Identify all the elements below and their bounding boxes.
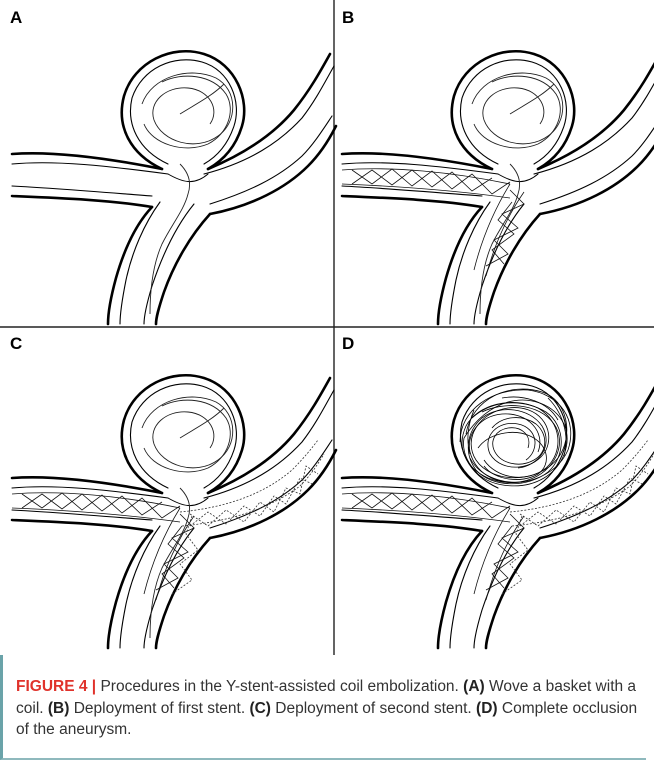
caption-tag-a: (A) xyxy=(463,678,485,695)
caption-text-b: Deployment of first stent. xyxy=(69,700,249,717)
panel-label-a: A xyxy=(10,8,22,28)
panel-c-drawing xyxy=(12,375,336,648)
caption-intro: Procedures in the Y-stent-assisted coil … xyxy=(96,678,463,695)
caption-figure-number: FIGURE 4 | xyxy=(16,678,96,695)
panel-b-drawing xyxy=(342,51,654,324)
caption-tag-d: (D) xyxy=(476,700,498,717)
caption-tag-b: (B) xyxy=(48,700,70,717)
panel-d-drawing xyxy=(342,375,654,648)
panel-label-d: D xyxy=(342,334,354,354)
caption-tag-c: (C) xyxy=(249,700,271,717)
panel-label-c: C xyxy=(10,334,22,354)
panel-a-drawing xyxy=(12,51,336,324)
caption-text-c: Deployment of second stent. xyxy=(271,700,476,717)
figure-caption: FIGURE 4 | Procedures in the Y-stent-ass… xyxy=(16,676,641,741)
panel-label-b: B xyxy=(342,8,354,28)
